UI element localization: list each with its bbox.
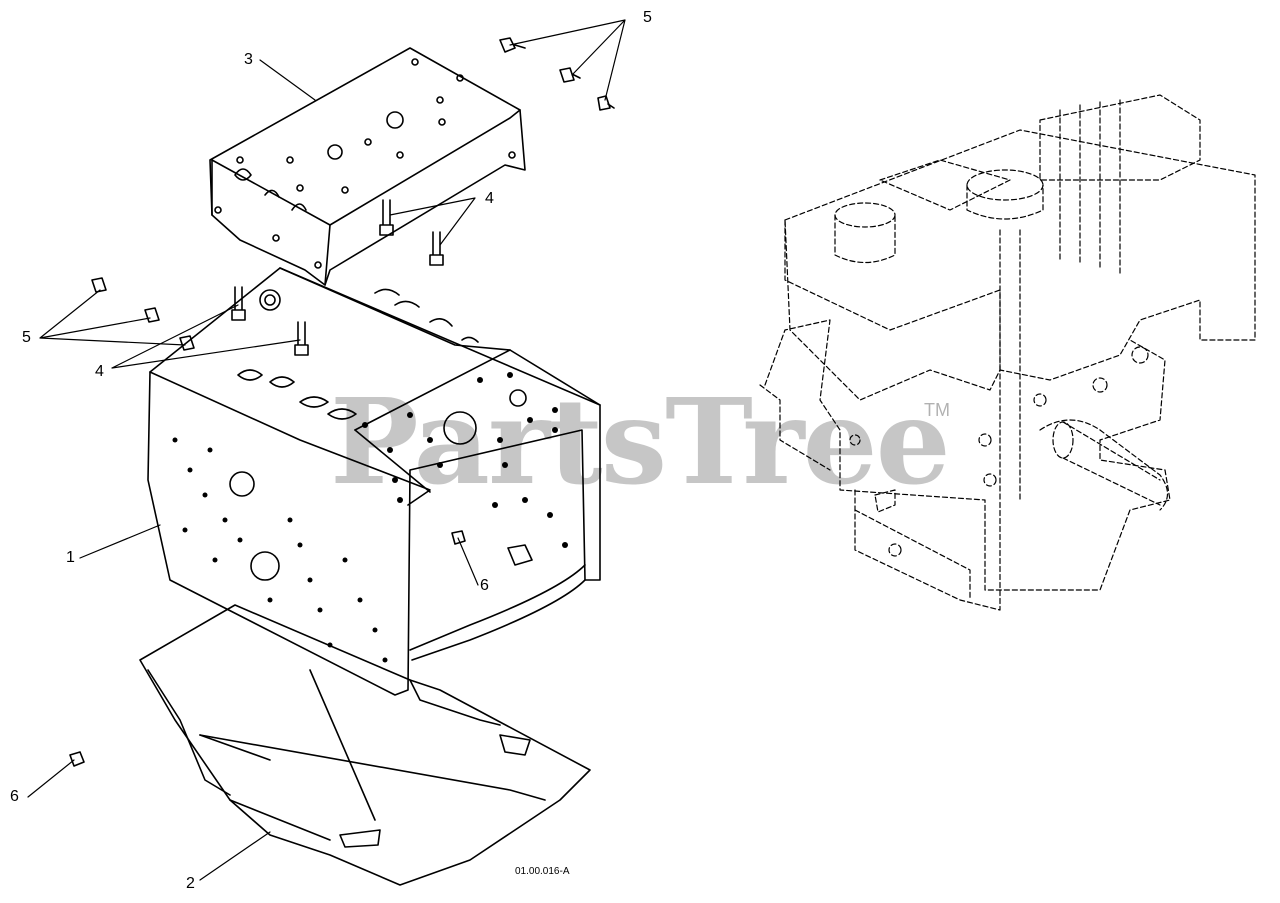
callout-part-6-left: 6 xyxy=(10,788,19,805)
callout-part-4-right: 4 xyxy=(485,190,494,207)
callout-part-3: 3 xyxy=(244,51,253,68)
watermark-trademark: TM xyxy=(924,400,950,420)
top-bracket-part xyxy=(209,47,526,286)
engine-outline xyxy=(759,94,1256,611)
callout-part-6-right: 6 xyxy=(480,577,489,594)
callout-part-2: 2 xyxy=(186,875,195,892)
screw-fasteners xyxy=(91,37,615,351)
callout-part-1: 1 xyxy=(66,549,75,566)
leader-lines xyxy=(27,19,626,881)
bottom-plate-part xyxy=(139,604,591,886)
stud-fasteners xyxy=(231,199,444,356)
callout-part-4-left: 4 xyxy=(95,363,104,380)
pin-fasteners xyxy=(69,530,466,767)
callout-part-5-left: 5 xyxy=(22,329,31,346)
main-frame-part xyxy=(147,267,601,696)
callout-part-5-top: 5 xyxy=(643,9,652,26)
watermark-text: PartsTree xyxy=(330,372,951,511)
diagram-reference-code: 01.00.016-A xyxy=(515,866,570,877)
